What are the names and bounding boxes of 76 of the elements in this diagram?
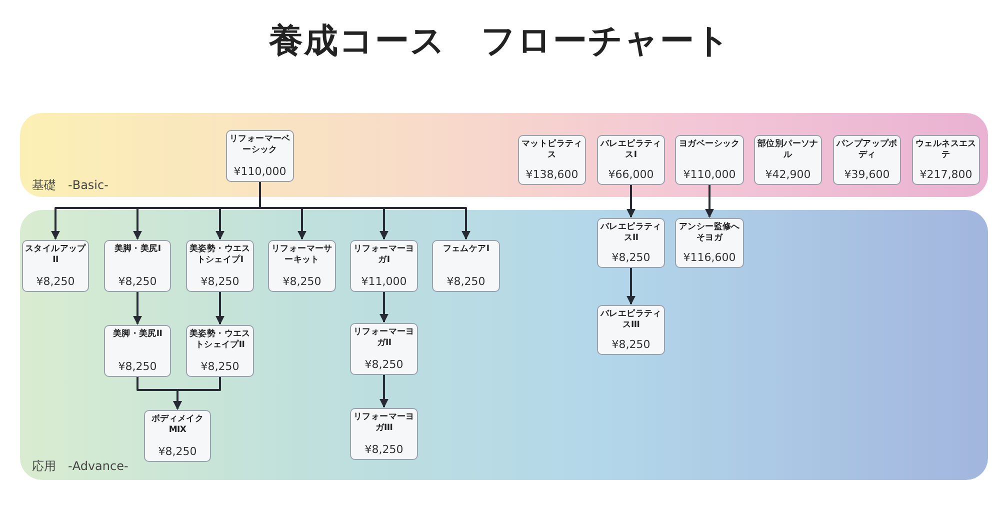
course-name: 部位別パーソナル [756,139,820,161]
course-price: ¥8,250 [200,360,240,373]
band-label: 応用 -Advance- [32,458,128,475]
arrow [216,292,224,325]
course-box [833,135,901,185]
course-box [186,240,254,292]
course-name: パンプアップボディ [835,139,898,161]
course-name: バレエピラティスIII [599,309,662,331]
course-name: ウェルネスエステ [914,139,978,161]
course-box [432,240,500,292]
arrow [380,375,388,408]
arrow [626,185,636,218]
level-band [20,113,988,197]
course-price: ¥8,250 [612,338,650,351]
course-box [597,218,665,268]
course-name: バレエピラティスI [599,139,662,161]
course-name: リフォーマーヨガI [352,244,416,266]
course-price: ¥8,250 [36,275,75,288]
course-name: ヨガベーシック [679,139,740,150]
course-price: ¥8,250 [118,275,157,288]
course-box [186,325,254,377]
course-price: ¥8,250 [158,445,197,458]
course-box [268,240,336,292]
course-price: ¥8,250 [446,275,486,288]
course-name: 美脚・美尻I [114,244,161,255]
course-price: ¥110,000 [683,168,736,181]
course-price: ¥8,250 [200,275,240,288]
course-name: 美脚・美尻II [112,329,162,340]
course-box [350,408,418,460]
course-box [597,305,665,355]
arrow [705,185,714,218]
course-name: フェムケアI [442,244,490,255]
course-box [104,240,171,292]
course-name: リフォーマーヨガII [352,327,416,349]
course-box [350,240,418,292]
course-price: ¥66,000 [608,168,654,181]
band-label: 基礎 -Basic- [32,177,108,194]
arrow [626,268,636,305]
course-price: ¥116,600 [683,251,736,264]
course-name: スタイルアップII [24,244,87,266]
course-box [104,325,171,377]
course-name: バレエピラティスII [599,222,662,244]
course-price: ¥8,250 [364,443,404,456]
arrow [380,292,388,323]
title-heading: 養成コース フローチャート [269,21,731,61]
course-box [350,323,418,375]
course-name: 美姿勢・ウエストシェイプII [188,329,252,351]
course-name: 美姿勢・ウエストシェイプI [188,244,252,266]
course-price: ¥11,000 [361,275,407,288]
course-name: ボディメイクMIX [150,414,205,436]
level-band [20,210,988,480]
course-price: ¥8,250 [118,360,157,373]
course-name: マットピラティス [520,139,584,161]
course-price: ¥217,800 [920,168,972,181]
course-price: ¥110,000 [234,165,286,178]
course-price: ¥39,600 [844,168,890,181]
course-name: アンシー監修へそヨガ [678,222,741,244]
course-price: ¥8,250 [364,358,404,371]
course-name: リフォーマーヨガIII [352,412,416,434]
course-price: ¥42,900 [765,168,811,181]
course-box [226,130,294,182]
course-box [597,135,665,185]
course-box [22,240,89,292]
course-box [675,135,744,185]
course-box [912,135,980,185]
course-name: リフォーマーサーキット [270,244,334,266]
course-box [754,135,822,185]
course-box [144,410,211,462]
arrow [133,292,142,325]
course-price: ¥138,600 [526,168,578,181]
arrow [173,377,221,410]
course-box [518,135,586,185]
course-name: リフォーマーベーシック [228,134,292,156]
course-price: ¥8,250 [612,251,650,264]
course-box [675,218,744,268]
course-price: ¥8,250 [282,275,322,288]
